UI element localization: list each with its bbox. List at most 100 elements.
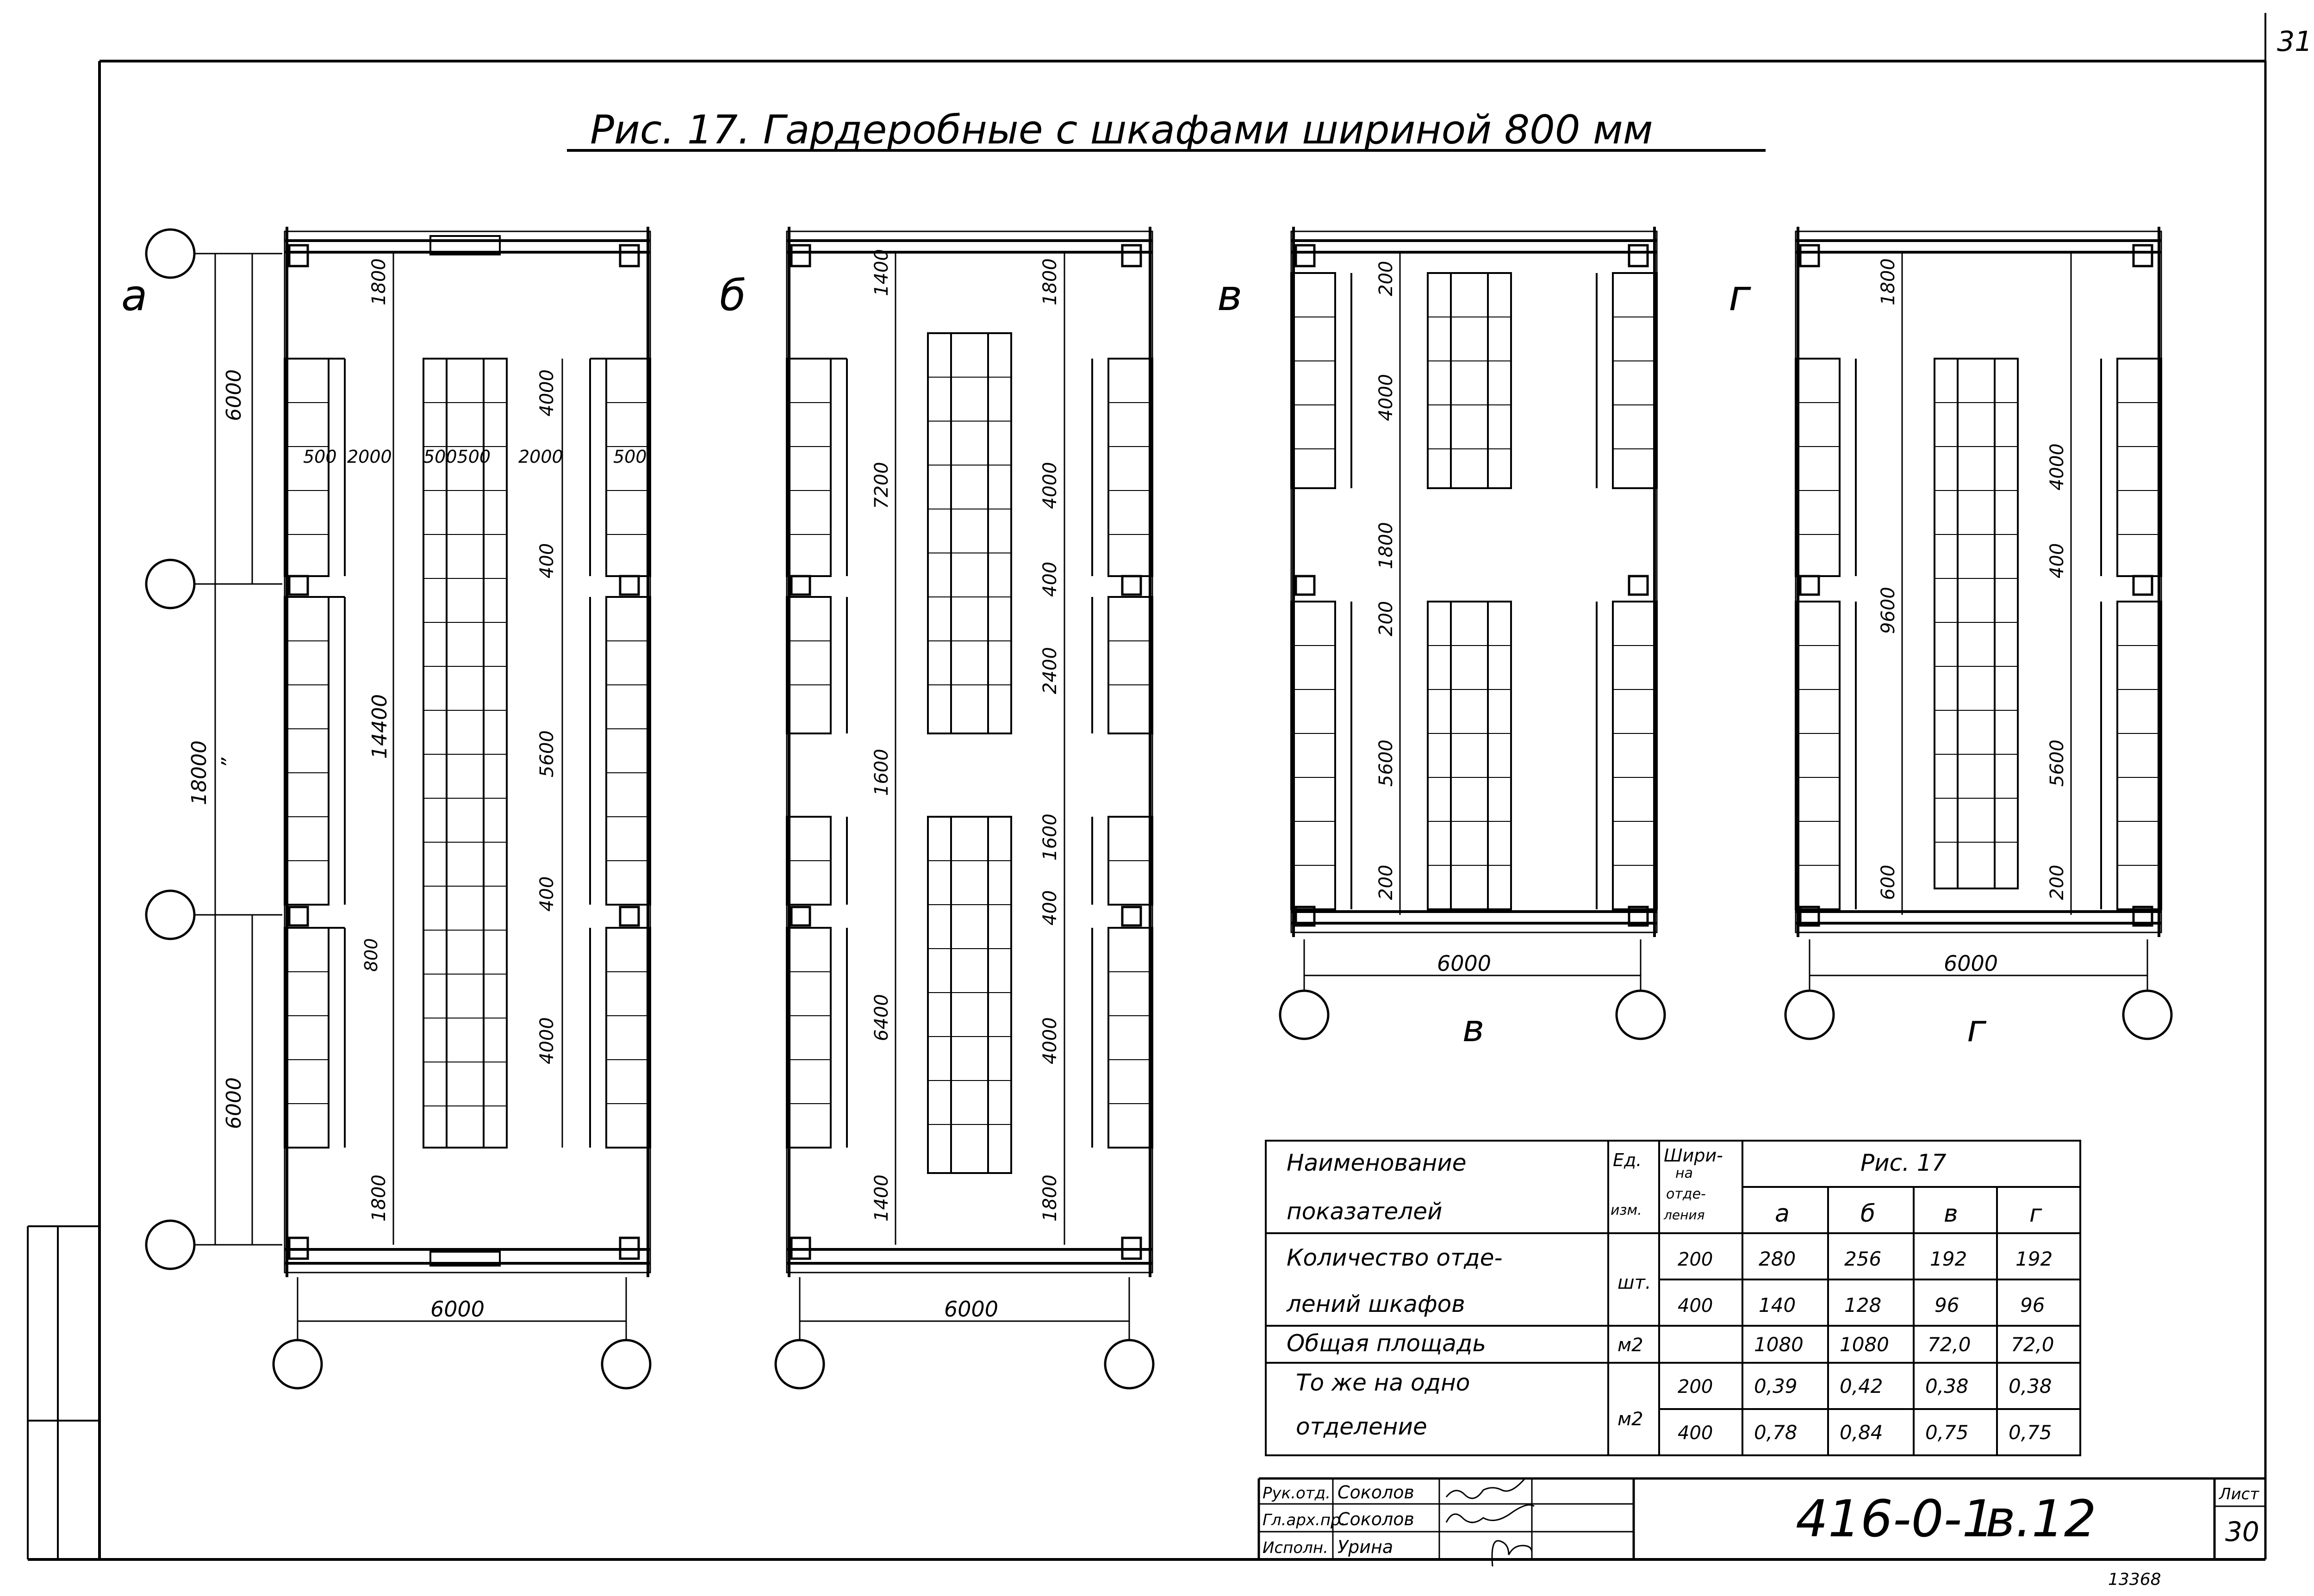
table-header-fig: Рис. 17 (1860, 1149, 1947, 1176)
dim-bottom-g: 6000 (1944, 951, 1998, 976)
dim-b-4: 4000 (1039, 462, 1061, 509)
dim-v-1: 200 (1375, 261, 1397, 296)
table-cell: 0,75 (1925, 1421, 1969, 1444)
dim-b-6: 2400 (1039, 647, 1061, 694)
table-header-variant-a: а (1775, 1200, 1790, 1228)
table-header-unit-1: Ед. (1613, 1150, 1642, 1170)
bottom-letter-g: г (1967, 1007, 1987, 1050)
dim-b-1: 1400 (871, 249, 892, 296)
dim-b-2: 1800 (1039, 258, 1061, 305)
table-row-unit: шт. (1617, 1272, 1651, 1293)
dim-left-bottom: 6000 (222, 1077, 246, 1129)
table-header-name-2: показателей (1287, 1198, 1442, 1225)
dim-b-11: 4000 (1039, 1017, 1061, 1064)
dim-v-6: 200 (1375, 865, 1397, 900)
table-row-name: отделение (1296, 1413, 1427, 1440)
dim-v-4: 200 (1375, 601, 1397, 636)
table-cell: 0,78 (1754, 1421, 1798, 1444)
dim-left-overall: 18000 (187, 740, 211, 805)
grid-bubble (2122, 989, 2173, 1040)
plan-variant-g: г (1729, 227, 2173, 1050)
grid-bubble (1784, 989, 1835, 1040)
drawing-title: Рис. 17. Гардеробные с шкафами шириной 8… (590, 107, 1653, 153)
signature (1445, 1478, 1526, 1499)
page-frame (27, 13, 2267, 1561)
table-cell: 72,0 (1928, 1333, 1971, 1356)
signature (1491, 1540, 1533, 1567)
title-role: Рук.отд. (1263, 1484, 1331, 1503)
plan-variant-a: а (121, 227, 652, 1390)
table-cell: 280 (1759, 1248, 1796, 1270)
grid-bubble (1104, 1339, 1155, 1390)
table-cell: 192 (2015, 1248, 2053, 1270)
table-row-width: 400 (1678, 1422, 1713, 1444)
table-cell: 1080 (1840, 1333, 1889, 1356)
table-cell: 0,38 (2009, 1375, 2052, 1397)
title-role: Исполн. (1263, 1539, 1328, 1557)
plan-variant-b: б (720, 227, 1155, 1390)
table-row-name: лений шкафов (1286, 1291, 1465, 1317)
page-number-top: 31 (2277, 25, 2312, 58)
table-cell: 0,38 (1925, 1375, 1969, 1397)
dim-a-12: 800 (361, 938, 381, 972)
dim-b-12: 1400 (871, 1174, 892, 1222)
indicators-table: Наименование показателей Ед. изм. Шири- … (1265, 1140, 2081, 1456)
dim-v-2: 4000 (1375, 374, 1397, 421)
dim-b-13: 1800 (1039, 1174, 1061, 1222)
table-row-width: 200 (1678, 1249, 1713, 1270)
dim-a-6: 500 (613, 447, 647, 467)
dim-a-1: 1800 (368, 258, 390, 305)
table-header-variant-g: г (2029, 1200, 2042, 1228)
grid-bubble (1279, 989, 1330, 1040)
sheet-label: Лист (2218, 1485, 2259, 1503)
table-header-width-2: на (1675, 1165, 1693, 1181)
dim-b-8: 400 (1039, 890, 1061, 925)
variant-letter-g: г (1729, 271, 1751, 320)
table-header-width-4: ления (1663, 1207, 1704, 1223)
title-name: Соколов (1337, 1509, 1414, 1529)
table-row-name: Общая площадь (1287, 1330, 1486, 1357)
title-name: Урина (1337, 1537, 1393, 1557)
table-header-name-1: Наименование (1287, 1149, 1467, 1176)
grid-bubble (145, 889, 196, 940)
dim-a-5: 2000 (518, 447, 563, 467)
dim-a-2: 500 (303, 447, 337, 467)
table-cell: 0,75 (2009, 1421, 2052, 1444)
table-row-unit: м2 (1617, 1335, 1643, 1356)
dim-bottom-b: 6000 (944, 1297, 998, 1322)
table-row-name: То же на одно (1296, 1369, 1470, 1396)
title-name: Соколов (1337, 1482, 1414, 1503)
dim-a-11: 400 (536, 876, 558, 912)
dim-v-3: 1800 (1375, 522, 1397, 569)
archive-number: 13368 (2108, 1570, 2161, 1589)
grid-bubble (1615, 989, 1666, 1040)
table-cell: 256 (1844, 1248, 1881, 1270)
dim-g-3: 4000 (2047, 443, 2068, 491)
table-cell: 96 (1935, 1294, 1959, 1317)
dim-g-1: 1800 (1878, 258, 1899, 305)
dim-a-4: 500500 (423, 447, 491, 467)
dim-a-13: 4000 (536, 1017, 558, 1064)
dim-a-8: 400 (536, 543, 558, 578)
dim-b-5: 400 (1039, 562, 1061, 597)
dim-a-14: 1800 (368, 1174, 390, 1222)
document-volume: в.12 (1985, 1489, 2096, 1548)
dim-a-7: 4000 (536, 369, 558, 416)
dim-bottom-a: 6000 (430, 1297, 485, 1322)
dim-b-7: 1600 (871, 749, 892, 796)
table-cell: 0,39 (1754, 1375, 1798, 1397)
table-cell: 96 (2020, 1294, 2045, 1317)
table-cell: 140 (1759, 1294, 1796, 1317)
table-row-width: 400 (1678, 1295, 1713, 1317)
grid-bubble (145, 559, 196, 609)
table-header-variant-v: в (1944, 1200, 1958, 1228)
dim-a-3: 2000 (347, 447, 392, 467)
dim-g-6: 600 (1878, 865, 1899, 900)
table-row-width: 200 (1678, 1376, 1713, 1397)
dim-g-5: 5600 (2047, 739, 2068, 787)
grid-bubble (774, 1339, 825, 1390)
dim-g-7: 200 (2047, 865, 2068, 900)
table-cell: 0,42 (1840, 1375, 1883, 1397)
grid-bubble (145, 228, 196, 279)
grid-bubble (601, 1339, 652, 1390)
